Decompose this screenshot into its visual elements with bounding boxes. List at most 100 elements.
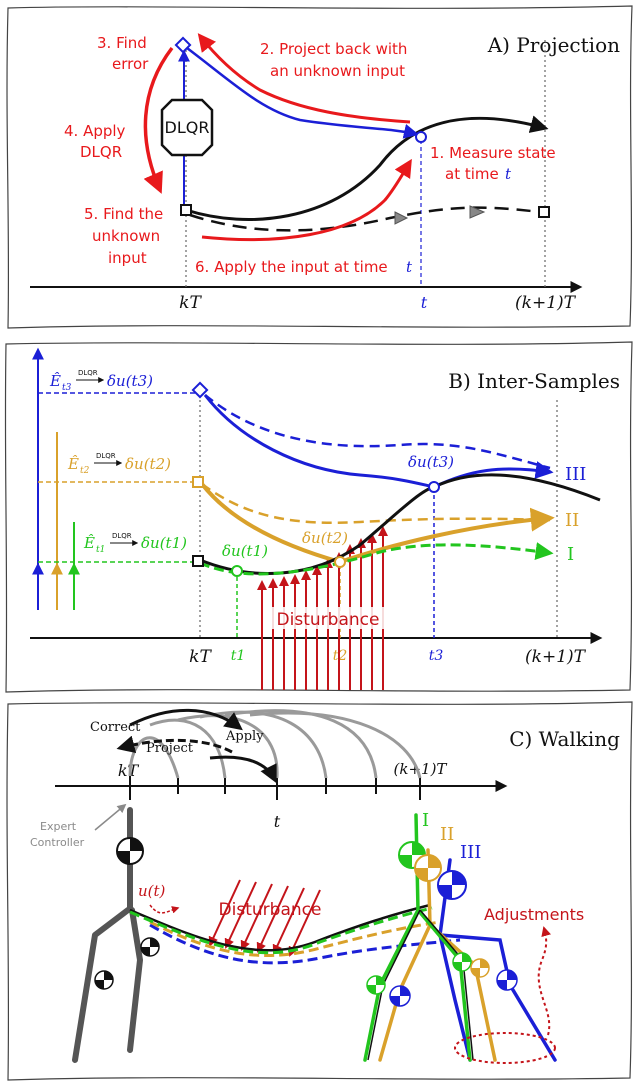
panel-a-dlqr-label: DLQR (165, 118, 210, 137)
panel-b-label-I: I (567, 544, 574, 565)
panel-c-apply-arrow (129, 708, 243, 731)
panel-c-com-III-leg2-fill (497, 970, 517, 990)
panel-b-traj-III-dashed (204, 394, 551, 470)
panel-a-predicted-trajectory (189, 206, 541, 232)
panel-b: B) Inter-Samples kT t1 t2 t3 (k+1)T Ê t3… (4, 341, 633, 693)
panel-b-traj-I (199, 542, 554, 576)
panel-c-colored-com-icons (366, 841, 518, 1007)
panel-c-com-III-torso-fill (438, 871, 466, 899)
panel-a-axis-t: t (421, 293, 428, 312)
panel-c-adjustments-label: Adjustments (484, 905, 584, 924)
panel-a-step4-arrow (143, 46, 174, 194)
panel-c-correct-arrow (116, 735, 233, 754)
panel-b-node-I (192, 555, 204, 567)
panel-a-step5-line1: 5. Find the (84, 205, 163, 223)
panel-b-node-t3 (428, 481, 440, 493)
panel-c-III-leg-a (438, 933, 472, 1062)
panel-a-step5-line2: unknown (92, 227, 160, 245)
panel-b-axis-t1: t1 (231, 648, 246, 664)
panel-c-expert-line1: Expert (40, 820, 77, 833)
panel-a-gray-arrow-icon (394, 205, 486, 225)
panel-c-com-III-leg-fill (390, 986, 410, 1006)
panel-a-projection-back (182, 43, 419, 139)
panel-c-disturbance-label: Disturbance (219, 900, 322, 920)
panel-c-project-arrow (209, 755, 277, 784)
panel-c-dist-3 (240, 883, 273, 951)
panel-c-arc-3 (177, 714, 279, 779)
panel-c-ut-arrow (149, 904, 180, 914)
panel-b-dlqr2: DLQR (96, 452, 116, 460)
panel-a-step2-line2: an unknown input (270, 62, 405, 80)
panel-c-com-II-leg-fill (471, 959, 489, 977)
panel-c-correct-label: Correct (90, 720, 141, 735)
panel-b-axis-t2: t2 (333, 648, 348, 664)
panel-b-axis-k1T: (k+1)T (525, 647, 587, 667)
panel-c-dist-1 (208, 879, 241, 947)
panel-b-traj-III (203, 394, 554, 489)
panel-a-step1-line2: at time (445, 165, 499, 183)
panel-b-node-t1 (231, 565, 243, 577)
panel-c-com-leg1-fill (141, 938, 159, 956)
panel-b-e3: Ê (49, 372, 61, 390)
panel-c-traj-black (129, 903, 431, 952)
panel-c-com-II-torso-fill (415, 855, 441, 881)
panel-c-label-II: II (440, 824, 454, 845)
panel-b-node-II (192, 476, 204, 488)
panel-c-dist-4 (256, 885, 289, 953)
panel-b-traj-black (199, 473, 601, 576)
panel-a-title: A) Projection (487, 33, 620, 57)
panel-b-e2-sub: t2 (80, 466, 90, 476)
panel-a-step4-line2: DLQR (80, 143, 122, 161)
panel-a-step6-arrow (201, 158, 412, 242)
panel-a-node-bottom (180, 204, 192, 216)
panel-b-du1-curve: δu(t1) (222, 542, 268, 560)
panel-a-step5-line3: input (108, 249, 147, 267)
panel-c-title: C) Walking (509, 727, 620, 751)
panel-c-traj-I (129, 906, 433, 955)
panel-c-robot-left-leg (72, 907, 131, 1063)
panel-c-dist-2 (224, 881, 257, 949)
panel-a-step1-line1: 1. Measure state (430, 144, 556, 162)
panel-a-frame (6, 5, 633, 329)
panel-c-dist-6 (288, 889, 321, 957)
panel-a: A) Projection kT t (k+1)T DLQR 3. Find e… (6, 5, 633, 329)
panel-a-axis-kT: kT (179, 293, 202, 313)
panel-a-dlqr-box (160, 98, 214, 157)
panel-c: C) Walking kT (k+1)T t Correct P (6, 701, 633, 1081)
panel-c-adjustments-arrow (537, 926, 552, 1036)
panel-b-du1: δu(t1) (141, 534, 187, 552)
panel-b-dlqr1: DLQR (112, 532, 132, 540)
panel-b-e3-sub: t3 (62, 383, 72, 393)
panel-b-label-III: III (565, 464, 586, 485)
panel-b-axis-kT: kT (189, 647, 212, 667)
panel-a-step2-line1: 2. Project back with (260, 40, 407, 58)
panel-b-disturbance-label: Disturbance (277, 610, 380, 630)
panel-b-e1-sub: t1 (96, 545, 105, 555)
panel-b-dlqr3: DLQR (78, 369, 98, 377)
panel-c-traj-II (149, 920, 441, 958)
panel-c-label-III: III (460, 842, 481, 863)
panel-b-du2: δu(t2) (125, 455, 171, 473)
panel-c-ut-label: u(t) (138, 882, 166, 900)
panel-c-dist-5 (272, 887, 305, 955)
panel-c-com-leg2-fill (95, 971, 113, 989)
panel-c-label-I: I (422, 810, 429, 831)
panel-c-traj-III (149, 923, 461, 965)
panel-c-com-I-leg-fill (367, 976, 385, 994)
panel-b-e1: Ê (83, 534, 95, 552)
panel-b-node-t2 (334, 556, 346, 568)
panel-b-du3: δu(t3) (107, 372, 153, 390)
panel-b-du3-curve: δu(t3) (408, 453, 454, 471)
panel-c-arc-5 (224, 709, 378, 779)
panel-a-node-end (538, 206, 550, 218)
panel-a-step3-line1: 3. Find (97, 34, 147, 52)
panel-c-expert-pointer (94, 803, 127, 831)
panel-b-axis-t3: t3 (429, 648, 444, 664)
panel-a-step6-var: t (406, 258, 413, 276)
panel-b-traj-II-dashed (201, 482, 551, 524)
panel-c-ticks (129, 776, 421, 800)
panel-a-node-measure (415, 131, 427, 143)
panel-b-e2: Ê (67, 455, 79, 473)
panel-a-step4-line1: 4. Apply (64, 122, 126, 140)
panel-c-expert-line2: Controller (30, 836, 85, 849)
